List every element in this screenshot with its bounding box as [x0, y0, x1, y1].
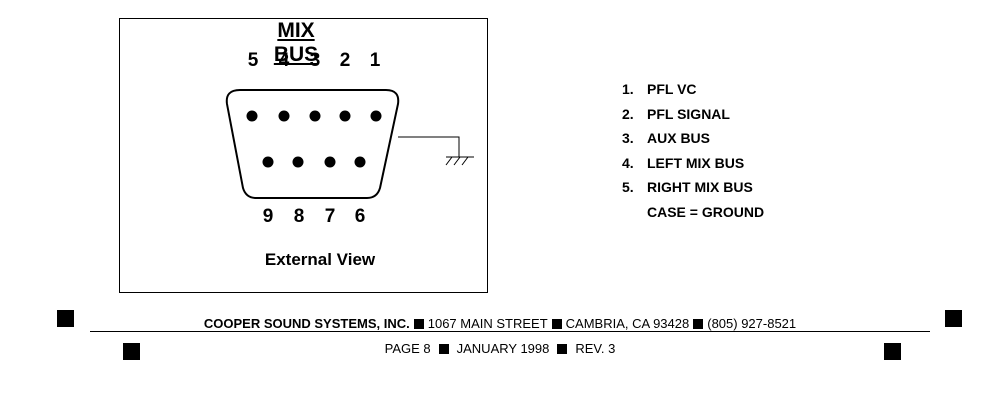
pin-number: 7: [324, 206, 336, 227]
pin-9-dot: [262, 156, 274, 168]
corner-square-mark: [57, 310, 74, 327]
legend-item: 3. AUX BUS: [622, 126, 764, 151]
pin-6-dot: [354, 156, 366, 168]
legend-label: AUX BUS: [647, 130, 711, 146]
page-number: PAGE 8: [384, 341, 431, 356]
ground-wire: [398, 136, 460, 157]
diagram-frame: [119, 18, 488, 293]
company-city: CAMBRIA, CA 93428: [565, 316, 690, 331]
external-view-label: External View: [264, 250, 376, 269]
corner-square-mark: [945, 310, 962, 327]
company-name: COOPER SOUND SYSTEMS, INC.: [203, 316, 410, 331]
pin-number: 5: [247, 50, 259, 71]
legend-item: 4. LEFT MIX BUS: [622, 151, 764, 176]
corner-square-mark: [884, 343, 901, 360]
legend-label: PFL VC: [647, 81, 697, 97]
pin-legend: 1. PFL VC 2. PFL SIGNAL 3. AUX BUS 4. LEFT M…: [622, 77, 764, 224]
pin-8-dot: [292, 156, 304, 168]
ground-hatch: [445, 156, 453, 166]
document-date: JANUARY 1998: [456, 341, 550, 356]
ground-hatch: [453, 156, 461, 166]
separator-square: [438, 344, 449, 354]
legend-label: PFL SIGNAL: [647, 105, 730, 122]
legend-item: 5. RIGHT MIX BUS: [622, 175, 764, 200]
legend-number: 5.: [622, 179, 634, 195]
legend-number: 3.: [622, 130, 634, 146]
company-phone: (805) 927-8521: [707, 316, 797, 331]
legend-label: RIGHT MIX BUS: [647, 179, 753, 195]
pin-number: 1: [369, 50, 381, 71]
pin-4-dot: [278, 110, 290, 122]
legend-number: 1.: [622, 81, 634, 97]
separator-square: [551, 319, 562, 329]
legend-number: 4.: [622, 154, 634, 171]
pin-number: 8: [293, 206, 305, 227]
separator-square: [413, 319, 424, 329]
pin-number: 2: [339, 50, 351, 71]
corner-square-mark: [123, 343, 140, 360]
pin-number: 3: [309, 50, 321, 71]
pin-number: 4: [278, 50, 290, 71]
ground-hatch: [461, 156, 469, 166]
diagram-title: MIX BUS: [273, 19, 319, 66]
separator-square: [557, 344, 568, 354]
separator-square: [693, 319, 704, 329]
footer-page-line: PAGE 8 JANUARY 1998 REV. 3: [250, 341, 750, 356]
footer-company-line: COOPER SOUND SYSTEMS, INC. 1067 MAIN STRE…: [140, 316, 860, 331]
pin-7-dot: [324, 156, 336, 168]
pin-5-dot: [246, 110, 258, 122]
legend-item: 2. PFL SIGNAL: [622, 102, 764, 127]
legend-item: CASE = GROUND: [622, 200, 764, 225]
legend-number: [622, 200, 647, 225]
legend-item: 1. PFL VC: [622, 77, 764, 102]
legend-number: 2.: [622, 105, 634, 122]
legend-label: LEFT MIX BUS: [647, 154, 745, 171]
pin-number: 6: [354, 206, 366, 227]
legend-label: CASE = GROUND: [647, 203, 765, 220]
pin-1-dot: [370, 110, 382, 122]
connector-shell: [225, 89, 400, 199]
pin-3-dot: [309, 110, 321, 122]
pin-2-dot: [339, 110, 351, 122]
company-address: 1067 MAIN STREET: [427, 316, 548, 331]
footer-divider: [90, 331, 930, 332]
pin-number: 9: [262, 206, 274, 227]
revision: REV. 3: [575, 341, 616, 356]
